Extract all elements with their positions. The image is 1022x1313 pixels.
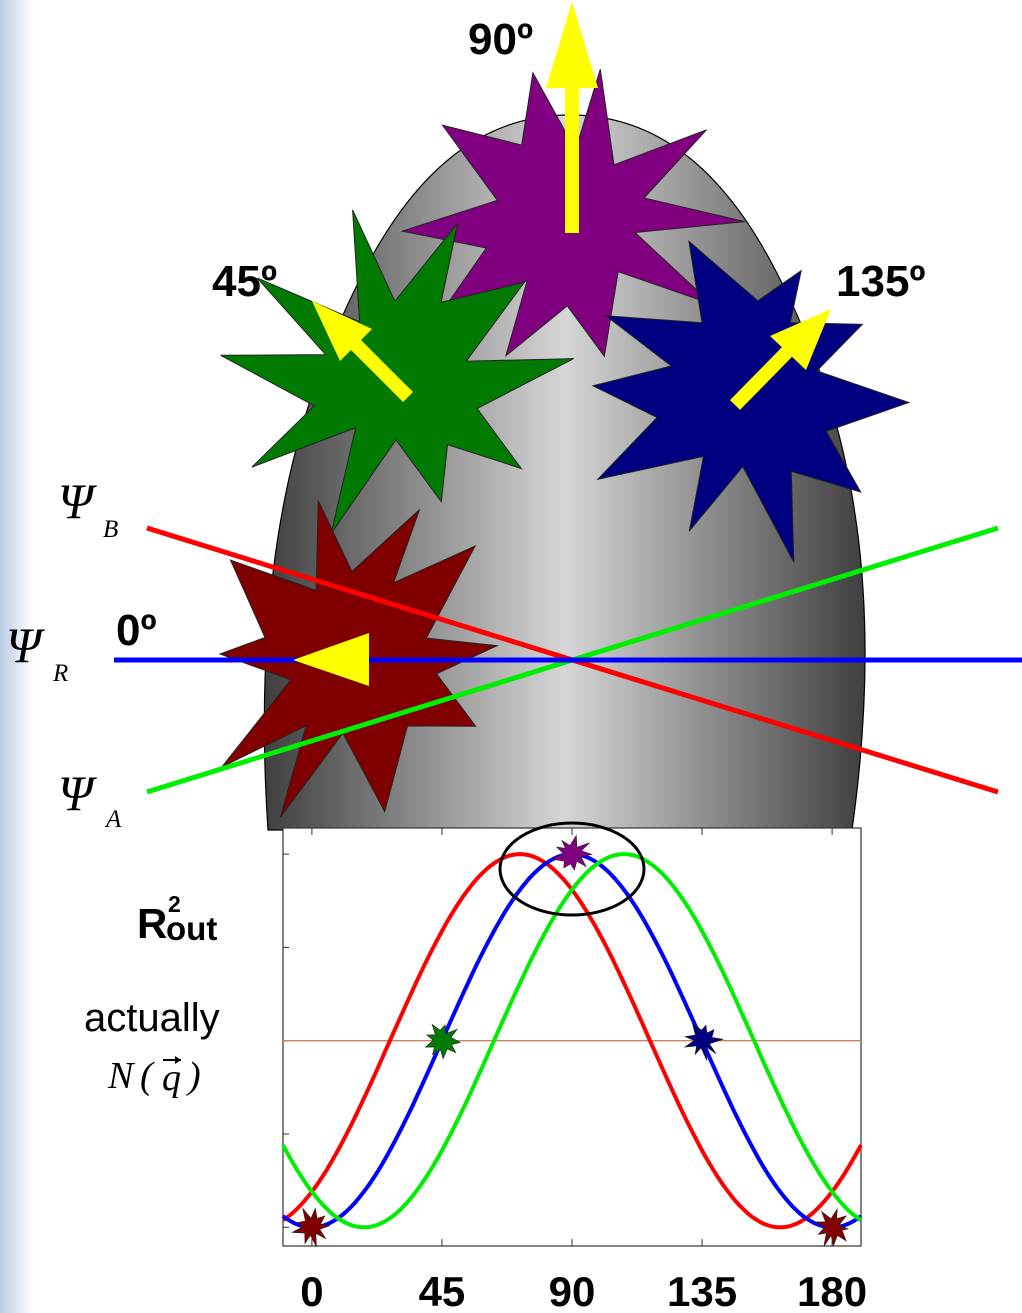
svg-text:Ψ: Ψ — [58, 473, 97, 529]
angle-label-0: 0º — [116, 606, 157, 655]
svg-text:): ) — [186, 1055, 201, 1097]
angle-label-45: 45º — [212, 257, 277, 306]
x-tick-label: 90 — [549, 1268, 596, 1313]
svg-text:Ψ: Ψ — [58, 765, 97, 821]
left-edge-band — [0, 0, 34, 1313]
svg-text:B: B — [103, 516, 118, 543]
svg-text:Ψ: Ψ — [6, 617, 45, 673]
marker-0 — [290, 1207, 331, 1247]
svg-text:q: q — [162, 1057, 181, 1099]
arrow-45-icon — [312, 301, 413, 402]
svg-text:N: N — [107, 1055, 136, 1097]
arrow-90-icon — [546, 2, 598, 233]
svg-text:(: ( — [140, 1055, 155, 1097]
svg-text:R: R — [137, 900, 167, 947]
svg-text:2: 2 — [168, 891, 181, 917]
angle-label-135: 135º — [836, 257, 925, 306]
svg-text:out: out — [166, 910, 217, 947]
svg-text:R: R — [52, 660, 68, 687]
formula-n-of-q: N ( q ) — [107, 1055, 201, 1099]
arrow-0-icon — [293, 633, 369, 686]
svg-text:A: A — [104, 806, 122, 833]
y-axis-label: R 2 out — [137, 891, 217, 947]
curve-series-2 — [281, 852, 863, 1230]
plane-label-a: Ψ A — [58, 765, 122, 833]
highlight-ellipse — [498, 821, 646, 917]
actually-note: actually — [84, 996, 220, 1040]
plane-label-b: Ψ B — [58, 473, 118, 543]
x-ticks — [311, 828, 833, 1246]
x-tick-label: 0 — [300, 1268, 323, 1313]
angle-label-90: 90º — [468, 15, 533, 64]
plane-label-r: Ψ R — [6, 617, 68, 687]
x-tick-label: 180 — [797, 1268, 867, 1313]
plot-frame — [282, 827, 862, 1247]
source-135 — [591, 240, 911, 563]
marker-135 — [683, 1021, 724, 1061]
x-tick-label: 45 — [419, 1268, 466, 1313]
marker-90 — [550, 834, 593, 871]
marker-45 — [424, 1023, 462, 1060]
marker-180 — [814, 1207, 850, 1247]
x-tick-label: 135 — [667, 1268, 737, 1313]
arrow-135-icon — [730, 309, 831, 410]
source-45 — [220, 209, 575, 534]
